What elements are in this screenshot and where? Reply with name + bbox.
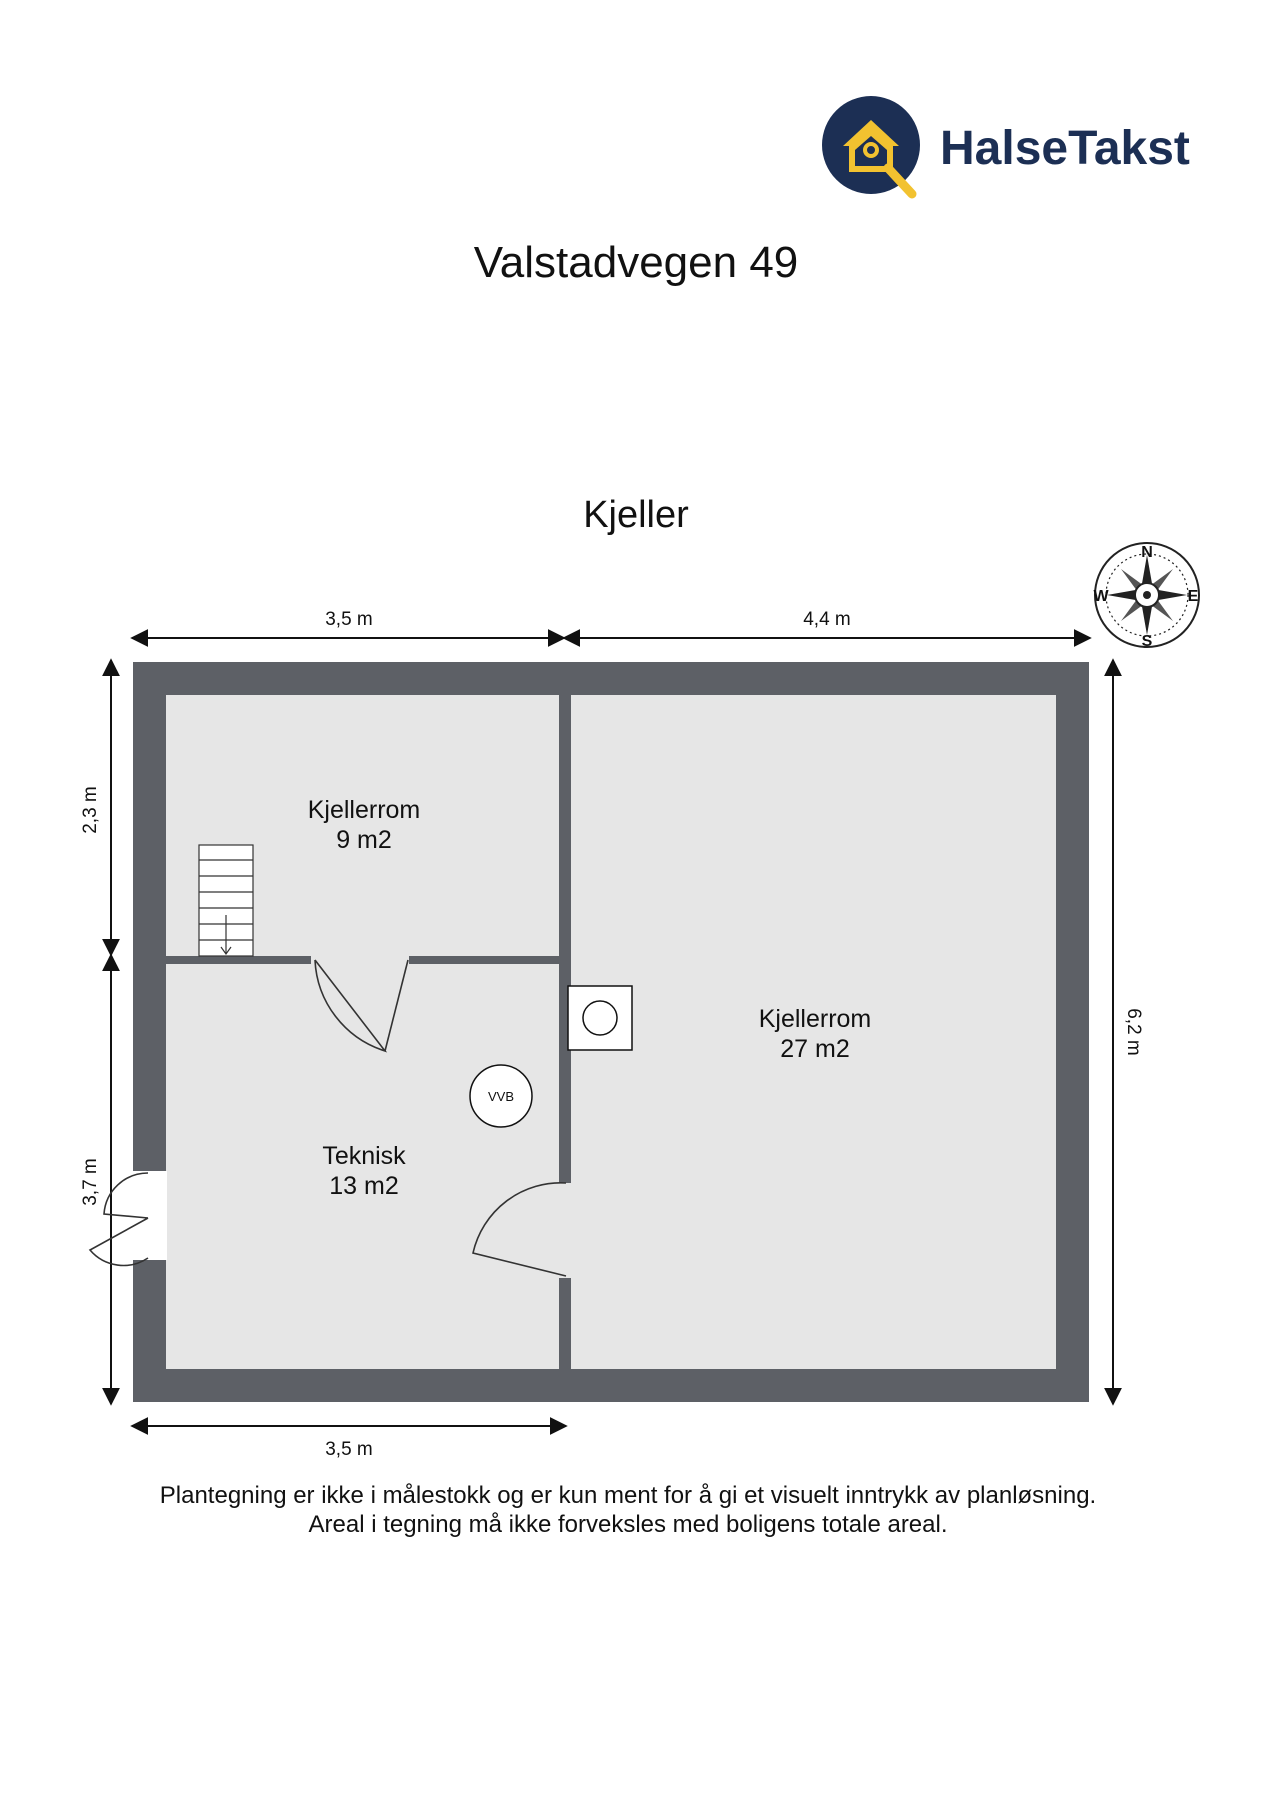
disclaimer-line-2: Areal i tegning må ikke forveksles med b… bbox=[309, 1511, 948, 1538]
room-kjellerrom-large bbox=[571, 695, 1056, 1369]
dim-bottom-label: 3,5 m bbox=[325, 1439, 373, 1460]
dim-left-lower-label: 3,7 m bbox=[80, 1158, 101, 1206]
room-teknisk bbox=[166, 964, 559, 1369]
door-opening-teknisk-kjellerrom bbox=[311, 955, 409, 965]
halsetakst-logo: HalseTakst bbox=[822, 96, 1190, 199]
floor-plan: VVB bbox=[88, 662, 1089, 1402]
room-label-kjellerrom-large: Kjellerrom bbox=[759, 1005, 872, 1033]
dimension-lines bbox=[102, 629, 1122, 1435]
address-title: Valstadvegen 49 bbox=[474, 238, 799, 287]
compass-south-label: S bbox=[1142, 633, 1153, 650]
compass-north-label: N bbox=[1141, 544, 1153, 561]
room-label-teknisk: Teknisk bbox=[322, 1142, 406, 1170]
dim-top-right-label: 4,4 m bbox=[803, 609, 851, 630]
dim-top-left-label: 3,5 m bbox=[325, 609, 373, 630]
dim-left-upper-label: 2,3 m bbox=[80, 786, 101, 834]
dim-right-label: 6,2 m bbox=[1123, 1008, 1144, 1056]
compass-east-label: E bbox=[1188, 588, 1199, 605]
compass-rose: N E S W bbox=[1093, 542, 1200, 650]
door-swing-inner bbox=[314, 959, 388, 1053]
water-heater-icon bbox=[469, 1064, 533, 1128]
door-swing-large-room bbox=[472, 1182, 567, 1277]
floor-title: Kjeller bbox=[583, 494, 689, 536]
stairs-icon bbox=[198, 844, 254, 957]
brand-name: HalseTakst bbox=[940, 122, 1190, 175]
compass-west-label: W bbox=[1093, 588, 1109, 605]
room-area-kjellerrom-small: 9 m2 bbox=[336, 826, 392, 854]
house-magnifier-icon bbox=[843, 120, 917, 199]
exterior-door-swing-bottom bbox=[88, 1217, 149, 1267]
room-area-kjellerrom-large: 27 m2 bbox=[780, 1035, 849, 1063]
room-area-teknisk: 13 m2 bbox=[329, 1172, 398, 1200]
disclaimer-line-1: Plantegning er ikke i målestokk og er ku… bbox=[160, 1482, 1096, 1509]
door-opening-teknisk-large bbox=[558, 1183, 572, 1278]
exterior-door-opening bbox=[133, 1171, 167, 1260]
chimney-icon bbox=[567, 985, 633, 1051]
water-heater-label: VVB bbox=[488, 1089, 514, 1104]
exterior-door-swing-top bbox=[103, 1172, 149, 1219]
compass-needle-icon bbox=[1107, 555, 1187, 635]
room-label-kjellerrom-small: Kjellerrom bbox=[308, 796, 421, 824]
